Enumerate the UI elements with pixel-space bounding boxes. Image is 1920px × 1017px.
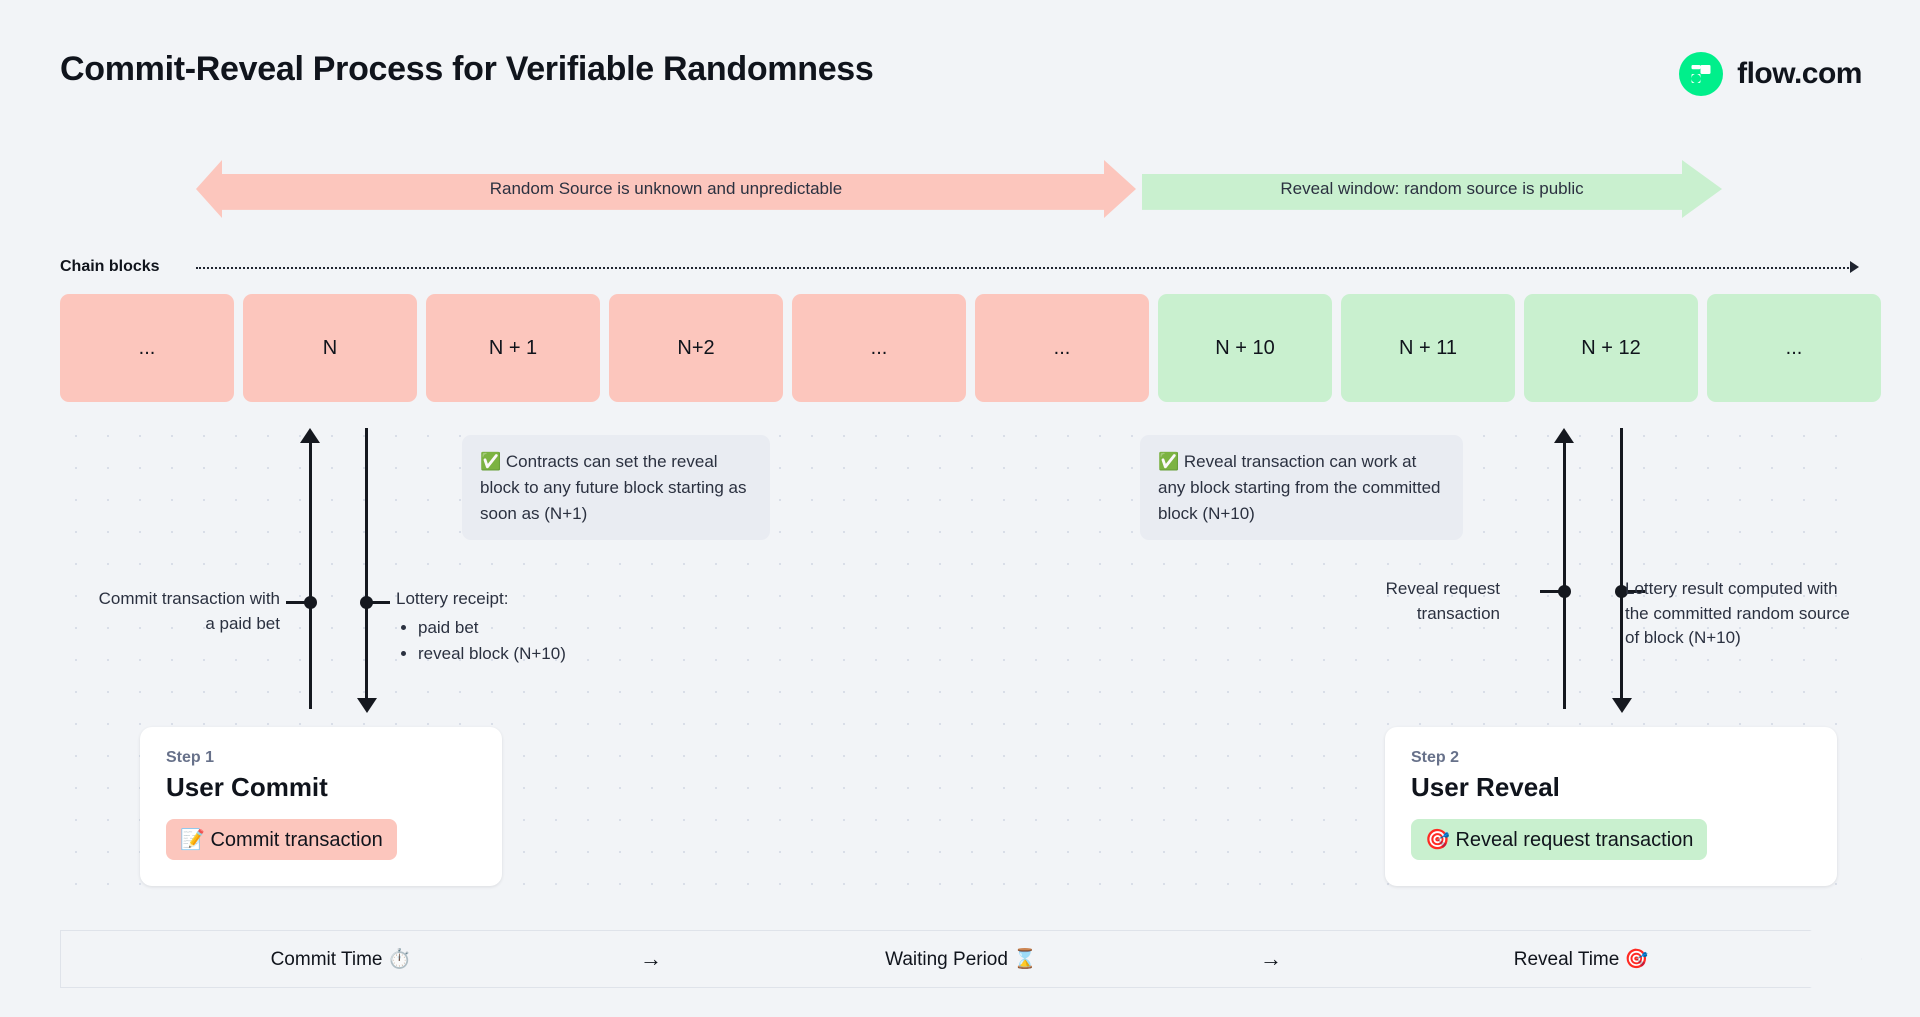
step-label: Step 2	[1411, 749, 1460, 766]
banner-reveal-window: Reveal window: random source is public	[1142, 160, 1722, 218]
commit-connector-dot	[304, 596, 317, 609]
chain-arrow-icon	[1850, 261, 1859, 273]
step-card-user-reveal: Step 2 User Reveal 🎯 Reveal request tran…	[1385, 727, 1837, 886]
chain-blocks-label: Chain blocks	[60, 258, 160, 275]
reveal-request-transaction-pill-label: Reveal request transaction	[1455, 829, 1694, 851]
step-label: Step 1	[166, 749, 215, 766]
commit-transaction-pill-label: Commit transaction	[210, 829, 383, 851]
step-card-user-commit: Step 1 User Commit 📝 Commit transaction	[140, 727, 502, 886]
receipt-connector-stub	[366, 601, 390, 604]
receipt-connector-line	[365, 428, 368, 698]
commit-connector-line	[309, 441, 312, 709]
lottery-receipt-title: Lottery receipt:	[396, 589, 509, 608]
flow-logo-icon	[1679, 52, 1724, 96]
annotation-commit-transaction: Commit transaction with a paid bet	[98, 589, 280, 633]
page-title: Commit-Reveal Process for Verifiable Ran…	[60, 50, 874, 88]
chain-block: ...	[1707, 294, 1881, 402]
annotation-lottery-receipt: Lottery receipt: paid bet reveal block (…	[396, 587, 686, 669]
chain-block: N + 12	[1524, 294, 1698, 402]
step-title: User Commit	[166, 772, 328, 802]
chain-block: ...	[792, 294, 966, 402]
direct-hit-icon: 🎯	[1425, 829, 1450, 851]
white-check-mark-icon: ✅	[480, 452, 502, 471]
chain-block: ...	[975, 294, 1149, 402]
timeline-segment-commit: Commit Time ⏱️	[270, 949, 412, 970]
chain-block: N + 10	[1158, 294, 1332, 402]
chain-block-row: ... N N + 1 N+2 ... ... N + 10 N + 11 N …	[60, 294, 1881, 402]
chain-block: N + 1	[426, 294, 600, 402]
reveal-connector-stub	[1540, 590, 1564, 593]
brand-logo: flow.com	[1679, 52, 1862, 96]
commit-transaction-pill[interactable]: 📝 Commit transaction	[166, 819, 397, 860]
list-item: reveal block (N+10)	[418, 642, 686, 667]
list-item: paid bet	[418, 616, 686, 641]
reveal-connector-line	[1563, 441, 1566, 709]
reveal-request-transaction-pill[interactable]: 🎯 Reveal request transaction	[1411, 819, 1708, 860]
step-title: User Reveal	[1411, 772, 1560, 802]
banner-unknown-window: Random Source is unknown and unpredictab…	[196, 160, 1136, 218]
receipt-arrow-down-icon	[357, 698, 377, 713]
result-connector-dot	[1615, 585, 1628, 598]
lottery-receipt-list: paid bet reveal block (N+10)	[396, 616, 686, 667]
callout-contracts-reveal-block: ✅ Contracts can set the reveal block to …	[462, 435, 770, 541]
brand-name: flow.com	[1737, 57, 1862, 90]
banner-reveal-label: Reveal window: random source is public	[1280, 179, 1584, 198]
reveal-connector-dot	[1558, 585, 1571, 598]
timeline-arrow-icon: →	[640, 946, 662, 971]
white-check-mark-icon: ✅	[1158, 452, 1180, 471]
timeline-arrow-icon: →	[1260, 946, 1282, 971]
timeline-bar: Commit Time ⏱️ → Waiting Period ⌛ → Reve…	[60, 930, 1862, 988]
chain-block: ...	[60, 294, 234, 402]
result-connector-stub	[1621, 590, 1645, 593]
chain-block: N + 11	[1341, 294, 1515, 402]
annotation-reveal-request: Reveal request transaction	[1385, 579, 1500, 623]
reveal-arrow-up-icon	[1554, 428, 1574, 443]
callout-reveal-transaction-window: ✅ Reveal transaction can work at any blo…	[1140, 435, 1463, 541]
chain-block: N	[243, 294, 417, 402]
callout-two-text: Reveal transaction can work at any block…	[1158, 452, 1441, 523]
chain-block: N+2	[609, 294, 783, 402]
timeline-segment-waiting: Waiting Period ⌛	[885, 949, 1037, 970]
callout-one-text: Contracts can set the reveal block to an…	[480, 452, 747, 523]
chain-dotted-line	[196, 267, 1856, 271]
receipt-connector-dot	[360, 596, 373, 609]
timeline-segment-reveal: Reveal Time 🎯	[1513, 949, 1649, 970]
commit-connector-stub	[286, 601, 310, 604]
memo-icon: 📝	[180, 829, 205, 851]
result-arrow-down-icon	[1612, 698, 1632, 713]
annotation-lottery-result: Lottery result computed with the committ…	[1625, 579, 1850, 648]
result-connector-line	[1620, 428, 1623, 698]
commit-arrow-up-icon	[300, 428, 320, 443]
banner-unknown-label: Random Source is unknown and unpredictab…	[489, 179, 843, 198]
